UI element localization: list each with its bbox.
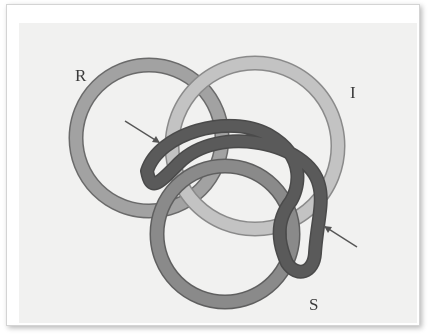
label-s: S: [309, 296, 318, 313]
arrow-right: [324, 226, 357, 247]
diagram-panel: R I S: [19, 23, 417, 323]
figure-frame: R I S: [6, 4, 420, 326]
arrow-left: [125, 121, 160, 143]
label-i: I: [350, 84, 356, 101]
label-r: R: [75, 67, 86, 84]
